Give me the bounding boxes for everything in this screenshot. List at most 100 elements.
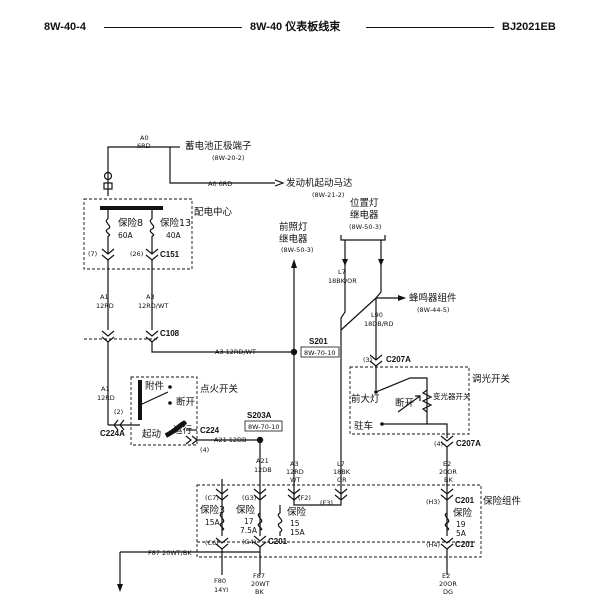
wire-a0-starter: A0 6RD: [208, 180, 232, 188]
connector-c151: C151: [160, 250, 180, 259]
fuse13-rating: 40A: [166, 231, 182, 240]
output-circuits: F87 20WT/BK F80 14YI F87 20WT BK E2 20OR…: [117, 547, 457, 595]
output-f87-color2: BK: [255, 588, 264, 595]
connector-c207a-bot: C207A: [456, 439, 481, 448]
connector-c108: C108: [160, 329, 180, 338]
ign-pin-2: (2): [114, 408, 123, 416]
connector-c224: C224: [200, 426, 220, 435]
fuse15-label: 保险: [287, 506, 307, 518]
header-rule-right: [366, 27, 494, 28]
fuse3-label: 保险3: [200, 504, 225, 516]
document-code: BJ2021EB: [502, 21, 556, 33]
position-relay-name-1: 位置灯: [350, 197, 379, 209]
headlamp-relay-ref: (8W-50-3): [281, 246, 313, 254]
fuse-pin-f3: (F3): [320, 499, 333, 507]
drop-a21-color: 12DB: [254, 466, 272, 474]
wire-a1-color-2: 12RD: [97, 394, 115, 402]
wire-a21-run: A21 12DB: [214, 436, 247, 444]
wire-l7-id: L7: [338, 268, 346, 276]
drop-l7-id: L7: [337, 460, 345, 468]
buzzer-ref: (8W-44-5): [417, 306, 449, 314]
fuse-block: 保险组件 (C7) 保险3 15A (C6) (G3) 保险 17 7.5A (…: [196, 479, 522, 558]
output-e2-color1: 20OR: [439, 580, 457, 588]
position-lamp-relay: 位置灯 继电器 (8W-50-3) L7 18BK/OR 蜂鸣器组件 (8W-4…: [328, 197, 457, 494]
dimmer-switch: (3) C207A 调光开关 前大灯 断开 变光器开关 驻车 (4) C207A…: [349, 354, 511, 494]
wire-a3-id: A3: [146, 293, 155, 301]
drop-a21-id: A21: [256, 457, 269, 465]
wire-a1-id-2: A1: [101, 385, 110, 393]
page-number: 8W-40-4: [44, 21, 86, 33]
output-e2-color2: DG: [443, 588, 453, 595]
fuse8-rating: 60A: [118, 231, 134, 240]
wire-l90-color: 18DB/RD: [364, 320, 393, 328]
drop-l7-color2: OR: [337, 476, 347, 484]
headlamp-relay-name-1: 前照灯: [279, 221, 308, 233]
starter-motor-ref: (8W-21-2): [312, 191, 344, 199]
dimmer-off-label: 断开: [395, 397, 415, 409]
output-f80-id: F80: [214, 577, 226, 585]
headlamp-relay-feed: 前照灯 继电器 (8W-50-3) S201 8W-70-10 A3 12RD …: [279, 221, 340, 494]
buzzer-label: 蜂鸣器组件: [409, 292, 457, 304]
fuse-pin-f2: (F2): [298, 494, 311, 502]
ign-off-label: 断开: [176, 396, 196, 408]
page-title: 8W-40 仪表板线束: [250, 21, 341, 33]
splice-s201-ref: 8W-70-10: [304, 349, 336, 357]
wire-a3-run: A3 12RD/WT: [215, 348, 256, 356]
drop-a3-color1: 12RD: [286, 468, 304, 476]
wire-a3-color: 12RD/WT: [138, 302, 168, 310]
fuse19-rating: 5A: [456, 529, 467, 538]
wire-a1-id: A1: [100, 293, 109, 301]
battery-terminal-ref: (8W-20-2): [212, 154, 244, 162]
ignition-switch: (2) C224A 附件 断开 起动 运行 点火开关 C224 A21 12DB…: [100, 376, 260, 454]
fuse19-label: 保险: [453, 507, 473, 519]
position-relay-ref: (8W-50-3): [349, 223, 381, 231]
fuse-pin-c7: (C7): [205, 494, 219, 502]
connector-c207a-top: C207A: [386, 355, 411, 364]
wire-a0-id: A0: [140, 134, 149, 142]
fuse13-label: 保险13: [160, 217, 191, 229]
dimmer-headlamp-label: 前大灯: [351, 393, 380, 405]
wire-a1-color: 12RD: [96, 302, 114, 310]
drop-e2-color1: 20OR: [439, 468, 457, 476]
ign-pin-4: (4): [200, 446, 209, 454]
output-f80-color: 14YI: [214, 586, 228, 594]
power-distribution-center: 保险8 60A 保险13 40A 配电中心 (7) (26) C151: [83, 198, 233, 270]
dimmer-park-label: 驻车: [354, 420, 373, 432]
wire-l90-id: L90: [371, 311, 383, 319]
starter-motor-label: 发动机起动马达: [286, 177, 353, 189]
pdc-label: 配电中心: [194, 206, 233, 218]
connector-c201-top: C201: [455, 496, 475, 505]
splice-s203a-label: S203A: [247, 411, 272, 420]
dimmer-pin-4: (4): [434, 440, 443, 448]
header-rule-left: [104, 27, 242, 28]
dimmer-pin-3: (3): [363, 356, 372, 364]
splice-s203a: S203A 8W-70-10 A21 12DB: [244, 411, 283, 494]
fuse-pin-h4: (H4): [426, 541, 440, 549]
drop-l7-color1: 18BK: [333, 468, 351, 476]
fuse19-number: 19: [456, 520, 466, 529]
fuse3-rating: 15A: [205, 518, 221, 527]
splice-s203a-ref: 8W-70-10: [248, 423, 280, 431]
wire-a0-color: 6RD: [137, 142, 151, 150]
fuse8-label: 保险8: [118, 217, 143, 229]
drop-a3-id: A3: [290, 460, 299, 468]
output-f87-color1: 20WT: [251, 580, 270, 588]
connector-c201-mid: C201: [268, 537, 288, 546]
fuse15-number: 15: [290, 519, 300, 528]
drop-a3-color2: WT: [290, 476, 300, 484]
splice-s201-label: S201: [309, 337, 328, 346]
fuse-pin-h3: (H3): [426, 498, 440, 506]
headlamp-relay-name-2: 继电器: [279, 233, 308, 245]
battery-feeds: A1 12RD A3 12RD/WT C108 A3 12RD/WT A1 12…: [84, 260, 294, 425]
dimmer-rheostat-label: 变光器开关: [433, 391, 471, 401]
pin-7: (7): [88, 250, 97, 258]
fuse15-rating: 15A: [290, 528, 306, 537]
ign-acc-label: 附件: [145, 380, 165, 392]
dimmer-switch-label: 调光开关: [472, 373, 511, 385]
fuse-pin-g3: (G3): [242, 494, 256, 502]
fuse17-label: 保险: [236, 504, 256, 516]
wire-f87-run: F87 20WT/BK: [148, 549, 192, 557]
drop-e2-color2: BK: [444, 476, 453, 484]
